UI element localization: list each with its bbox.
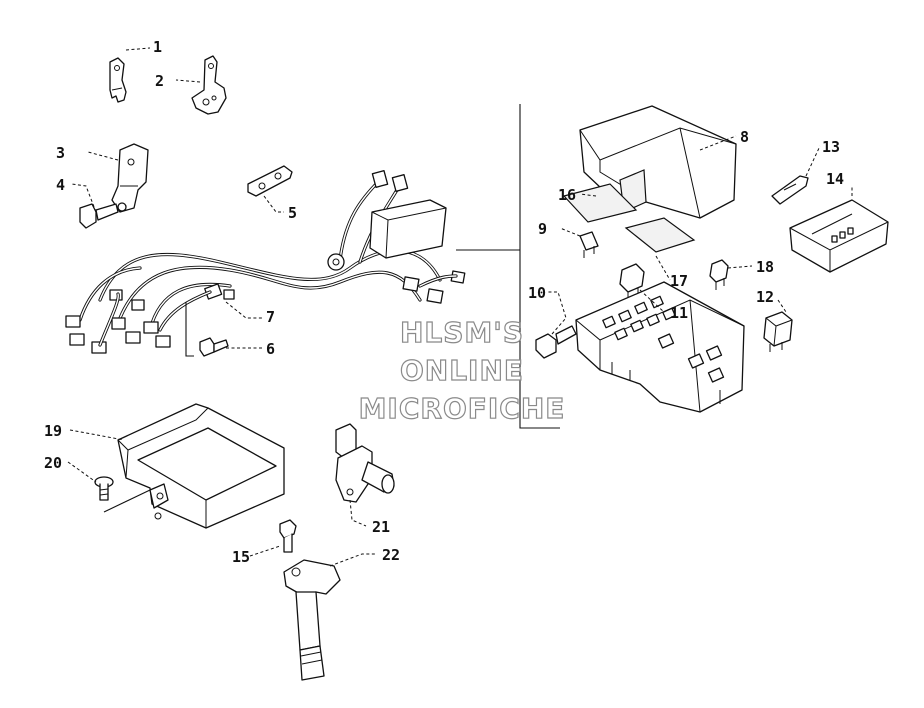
callout-16: 16 bbox=[558, 186, 576, 204]
part-17-label[interactable] bbox=[624, 217, 696, 253]
watermark-line-3: MICROFICHE bbox=[359, 392, 566, 425]
callout-8: 8 bbox=[740, 128, 749, 146]
callout-1: 1 bbox=[153, 38, 162, 56]
part-1-bracket[interactable] bbox=[109, 57, 127, 103]
callout-4: 4 bbox=[56, 176, 65, 194]
callout-6: 6 bbox=[266, 340, 275, 358]
part-22-ignition-coil[interactable] bbox=[283, 559, 341, 681]
watermark-line-2: ONLINE bbox=[400, 354, 524, 387]
part-20-screw[interactable] bbox=[94, 476, 114, 501]
callout-15: 15 bbox=[232, 548, 250, 566]
bracket-19-20 bbox=[103, 489, 151, 513]
watermark-line-1: HLSM'S bbox=[400, 316, 524, 349]
leader-lines bbox=[67, 47, 853, 567]
callout-21: 21 bbox=[372, 518, 390, 536]
part-7-wiring-harness[interactable] bbox=[65, 170, 466, 354]
part-3-bracket[interactable] bbox=[111, 143, 149, 213]
callout-13: 13 bbox=[822, 138, 840, 156]
part-4-bolt[interactable] bbox=[79, 202, 127, 229]
part-19-ecu-module[interactable] bbox=[117, 403, 285, 529]
callout-numbers: 1 2 3 4 5 6 7 8 9 10 11 12 13 14 15 16 1… bbox=[44, 38, 844, 566]
part-15-bolt[interactable] bbox=[279, 519, 297, 553]
callout-14: 14 bbox=[826, 170, 844, 188]
part-18-mini-relay[interactable] bbox=[709, 259, 729, 290]
callout-9: 9 bbox=[538, 220, 547, 238]
fuse-box-base[interactable] bbox=[575, 281, 745, 413]
callout-7: 7 bbox=[266, 308, 275, 326]
part-16-label[interactable] bbox=[562, 183, 638, 223]
callout-19: 19 bbox=[44, 422, 62, 440]
callout-17: 17 bbox=[670, 272, 688, 290]
callout-22: 22 bbox=[382, 546, 400, 564]
part-6-bolt[interactable] bbox=[199, 337, 229, 357]
callout-2: 2 bbox=[155, 72, 164, 90]
part-9-fuse[interactable] bbox=[579, 231, 599, 258]
watermark: HLSM'S ONLINE MICROFICHE bbox=[358, 315, 566, 425]
callout-10: 10 bbox=[528, 284, 546, 302]
group-bracket-right bbox=[456, 104, 560, 429]
part-14-spare-fuse-block[interactable] bbox=[789, 199, 889, 273]
callout-11: 11 bbox=[670, 304, 688, 322]
group-bracket-left bbox=[185, 302, 194, 357]
part-5-plate[interactable] bbox=[247, 165, 293, 197]
part-21-sensor[interactable] bbox=[335, 423, 395, 503]
callout-5: 5 bbox=[288, 204, 297, 222]
callout-3: 3 bbox=[56, 144, 65, 162]
part-13-fuse-puller[interactable] bbox=[771, 175, 809, 205]
callout-20: 20 bbox=[44, 454, 62, 472]
part-12-relay[interactable] bbox=[763, 311, 793, 352]
part-10-bolt[interactable] bbox=[535, 325, 577, 359]
callout-12: 12 bbox=[756, 288, 774, 306]
callout-18: 18 bbox=[756, 258, 774, 276]
part-2-bracket[interactable] bbox=[191, 55, 227, 115]
